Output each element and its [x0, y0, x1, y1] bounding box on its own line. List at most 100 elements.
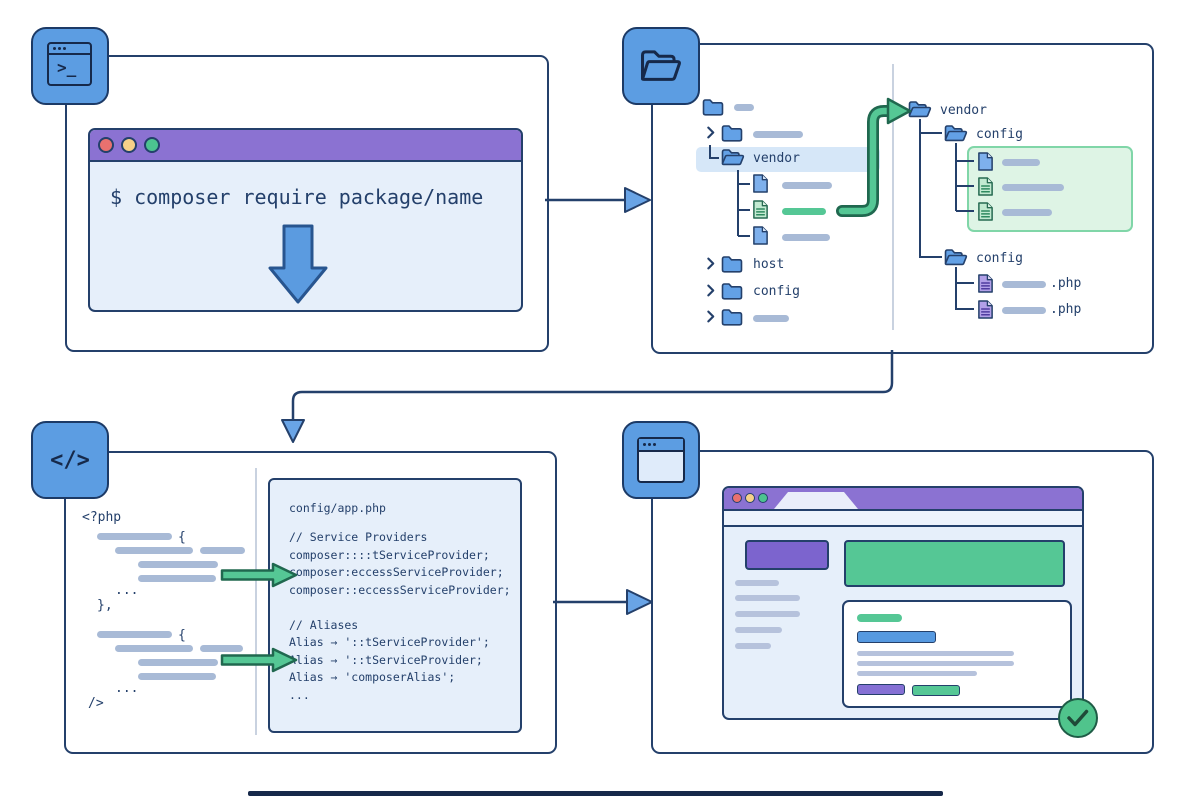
text-line-bar — [1002, 281, 1046, 288]
code-line-bar — [200, 645, 243, 652]
code-line: ... — [289, 687, 310, 702]
text-line-bar — [735, 580, 779, 586]
code-line: Alias → '::tServiceProvider'; — [289, 635, 490, 649]
file-icon[interactable] — [977, 151, 994, 172]
file-icon[interactable] — [752, 225, 769, 246]
browser-badge — [622, 421, 700, 499]
folder-open-icon[interactable] — [908, 100, 932, 118]
tree-divider — [892, 64, 894, 330]
code-line-bar — [138, 561, 218, 568]
brace-open: { — [178, 628, 186, 643]
php-open-tag: <?php — [82, 510, 122, 525]
php-file-icon[interactable] — [977, 273, 994, 294]
text-line-bar — [857, 661, 1014, 666]
brace-open: { — [178, 530, 186, 545]
tree-label-host[interactable]: host — [753, 257, 785, 272]
text-line-bar — [735, 595, 800, 601]
code-line: composer::eccessServiceProvider; — [289, 582, 511, 597]
folder-icon[interactable] — [702, 98, 724, 116]
arrowhead-right-icon — [626, 589, 653, 615]
chevron-right-icon[interactable] — [706, 126, 715, 139]
code-line-bar — [115, 645, 193, 652]
folder-open-icon[interactable] — [944, 248, 968, 266]
folder-icon[interactable] — [721, 255, 743, 273]
code-line: // Service Providers — [289, 530, 428, 544]
new-package-file-icon[interactable] — [752, 199, 769, 220]
close-dot-icon[interactable] — [98, 137, 114, 153]
chevron-right-icon[interactable] — [706, 310, 715, 323]
text-line-bar — [1002, 159, 1040, 166]
php-extension-label: .php — [1050, 302, 1082, 317]
minimize-dot-icon[interactable] — [745, 493, 755, 503]
minimize-dot-icon[interactable] — [121, 137, 137, 153]
code-badge: </> — [31, 421, 109, 499]
terminal-icon: >_ — [47, 42, 92, 86]
chevron-right-icon[interactable] — [706, 284, 715, 297]
browser-tab[interactable] — [774, 492, 858, 509]
text-line-bar — [782, 234, 830, 241]
folder-icon[interactable] — [721, 308, 743, 326]
tree-label-vendor[interactable]: vendor — [940, 103, 987, 118]
tree-label-vendor[interactable]: vendor — [753, 151, 800, 166]
maximize-dot-icon[interactable] — [758, 493, 768, 503]
folder-icon[interactable] — [721, 124, 743, 142]
tree-label-config[interactable]: config — [976, 251, 1023, 266]
card-button-blue[interactable] — [857, 631, 936, 643]
hero-button-purple[interactable] — [745, 540, 829, 570]
tag-pill-green — [857, 614, 902, 622]
folder-open-icon[interactable] — [944, 124, 968, 142]
code-line-bar — [138, 659, 218, 666]
browser-window-icon — [637, 437, 685, 483]
terminal-window: $ composer require package/name — [88, 128, 523, 312]
content-card — [842, 600, 1072, 708]
ellipsis: ... — [115, 583, 139, 598]
code-line-bar — [97, 533, 172, 540]
maximize-dot-icon[interactable] — [144, 137, 160, 153]
folder-badge — [622, 27, 700, 105]
code-line: composer::::tServiceProvider; — [289, 547, 490, 562]
code-line-bar — [138, 575, 216, 582]
code-line-bar — [97, 631, 172, 638]
closing-brace: }, — [97, 598, 113, 613]
code-line-bar — [200, 547, 245, 554]
arrowhead-down-icon — [281, 419, 305, 443]
folder-open-icon[interactable] — [721, 148, 745, 166]
ellipsis: ... — [115, 681, 139, 696]
text-line-bar — [735, 643, 771, 649]
prompt-glyph: >_ — [57, 58, 77, 77]
new-file-icon[interactable] — [977, 201, 994, 222]
text-line-bar — [735, 611, 800, 617]
text-line-bar — [782, 182, 832, 189]
text-line-bar — [857, 651, 1014, 656]
folder-icon[interactable] — [721, 282, 743, 300]
card-button-green[interactable] — [912, 685, 960, 696]
hero-banner-green — [844, 540, 1065, 587]
php-file-icon[interactable] — [977, 299, 994, 320]
close-dot-icon[interactable] — [732, 493, 742, 503]
code-line: composer:eccessServiceProvider; — [289, 565, 504, 579]
php-extension-label: .php — [1050, 276, 1082, 291]
text-line-bar — [734, 104, 754, 111]
address-bar[interactable] — [724, 511, 1082, 527]
editor-divider — [255, 468, 257, 735]
code-line: // Aliases — [289, 617, 359, 632]
new-file-icon[interactable] — [977, 176, 994, 197]
browser-window — [722, 486, 1084, 720]
tree-label-config[interactable]: config — [976, 127, 1023, 142]
chevron-right-icon[interactable] — [706, 257, 715, 270]
new-package-line-bar — [782, 208, 826, 215]
code-line: Alias → 'composerAlias'; — [289, 670, 456, 684]
text-line-bar — [857, 671, 977, 676]
file-icon[interactable] — [752, 173, 769, 194]
config-filename: config/app.php — [289, 501, 386, 515]
composer-command[interactable]: $ composer require package/name — [110, 185, 484, 209]
text-line-bar — [1002, 184, 1064, 191]
code-line-bar — [115, 547, 193, 554]
tree-label-config[interactable]: config — [753, 284, 800, 299]
terminal-badge: >_ — [31, 27, 109, 105]
success-check-icon — [1058, 698, 1098, 738]
card-button-purple[interactable] — [857, 684, 905, 695]
config-file-box: config/app.php // Service Providers comp… — [268, 478, 522, 733]
text-line-bar — [735, 627, 782, 633]
folder-open-icon — [641, 50, 681, 81]
